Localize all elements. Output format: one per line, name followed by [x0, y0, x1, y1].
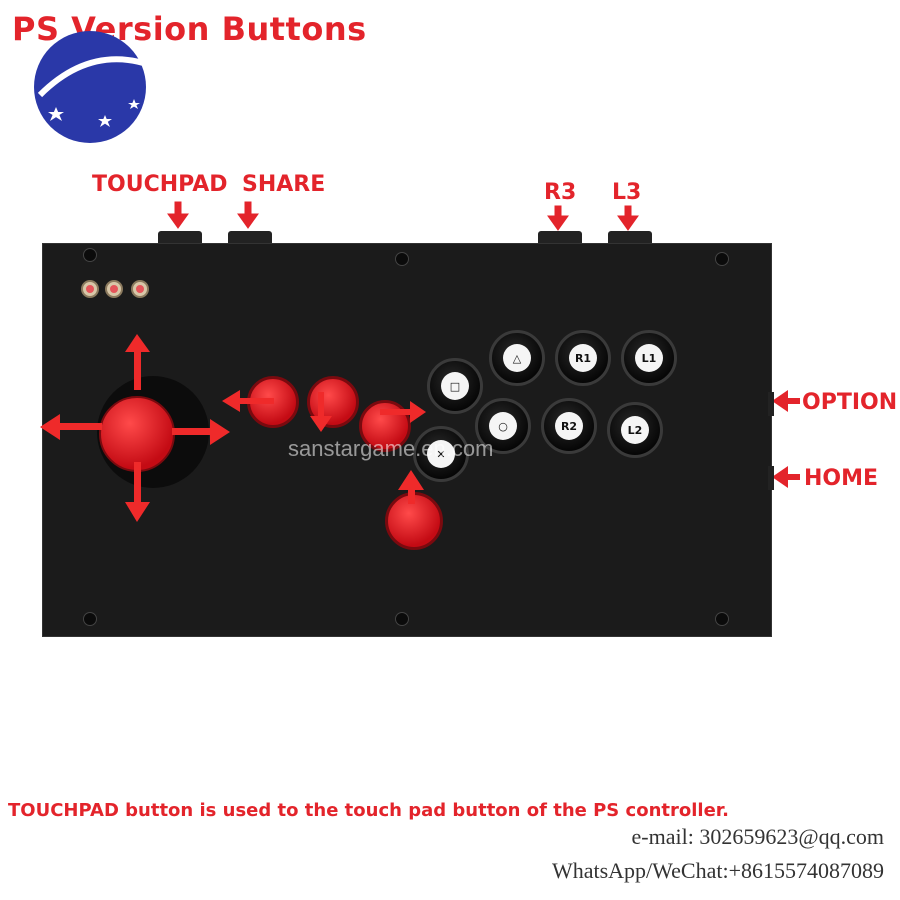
triangle-button[interactable]: △: [489, 330, 545, 386]
arrow-up-icon: [125, 334, 150, 390]
arrow-left-icon: [772, 390, 800, 412]
arrow-down-icon: [125, 462, 150, 522]
r1-label: R1: [569, 344, 597, 372]
arrow-down-icon: [167, 201, 189, 229]
arrow-left-icon: [222, 390, 274, 412]
arcade-controller-board: □ △ R1 L1 ○ R2 L2 ✕: [42, 243, 772, 637]
arrow-down-icon: [547, 205, 569, 231]
screw: [715, 612, 729, 626]
l1-button[interactable]: L1: [621, 330, 677, 386]
indicator-led: [105, 280, 123, 298]
r1-button[interactable]: R1: [555, 330, 611, 386]
arrow-down-icon: [310, 392, 332, 432]
home-label: HOME: [804, 466, 879, 491]
l3-button[interactable]: [608, 231, 652, 245]
contact-email: e-mail: 302659623@qq.com: [631, 824, 884, 849]
arrow-right-icon: [172, 419, 230, 445]
cross-button[interactable]: ✕: [413, 426, 469, 482]
r3-label: R3: [544, 180, 577, 205]
arrow-up-icon: [398, 470, 424, 504]
square-button[interactable]: □: [427, 358, 483, 414]
red-button-right[interactable]: [359, 400, 411, 452]
square-icon: □: [441, 372, 469, 400]
touchpad-button[interactable]: [158, 231, 202, 245]
arrow-left-icon: [772, 466, 800, 488]
r2-button[interactable]: R2: [541, 398, 597, 454]
arrow-left-icon: [40, 414, 102, 440]
touchpad-label: TOUCHPAD: [92, 172, 228, 197]
brand-logo-icon: [34, 31, 151, 143]
screw: [83, 612, 97, 626]
option-button[interactable]: [768, 392, 774, 416]
circle-button[interactable]: ○: [475, 398, 531, 454]
r3-button[interactable]: [538, 231, 582, 245]
cross-icon: ✕: [427, 440, 455, 468]
share-button[interactable]: [228, 231, 272, 245]
r2-label: R2: [555, 412, 583, 440]
home-button[interactable]: [768, 466, 774, 490]
screw: [395, 612, 409, 626]
l3-label: L3: [612, 180, 642, 205]
indicator-led: [81, 280, 99, 298]
l2-label: L2: [621, 416, 649, 444]
option-label: OPTION: [802, 390, 898, 415]
arrow-right-icon: [380, 401, 426, 423]
touchpad-note: TOUCHPAD button is used to the touch pad…: [8, 800, 729, 821]
triangle-icon: △: [503, 344, 531, 372]
contact-whatsapp: WhatsApp/WeChat:+8615574087089: [551, 858, 884, 883]
l2-button[interactable]: L2: [607, 402, 663, 458]
watermark: sanstargame.en.com: [288, 436, 494, 461]
arrow-down-icon: [617, 205, 639, 231]
screw: [715, 252, 729, 266]
arrow-down-icon: [237, 201, 259, 229]
circle-icon: ○: [489, 412, 517, 440]
screw: [83, 248, 97, 262]
screw: [395, 252, 409, 266]
indicator-led: [131, 280, 149, 298]
share-label: SHARE: [242, 172, 326, 197]
l1-label: L1: [635, 344, 663, 372]
